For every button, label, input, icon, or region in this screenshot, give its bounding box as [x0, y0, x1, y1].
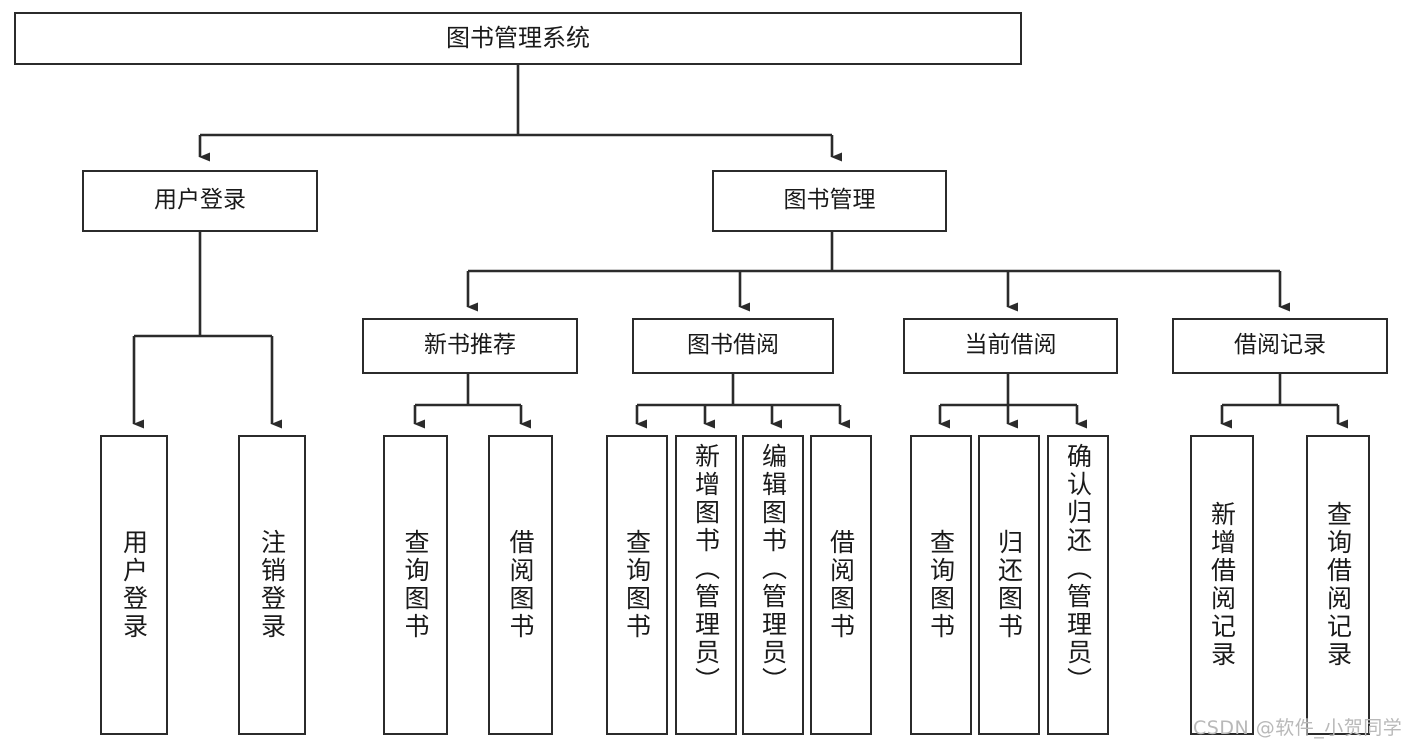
- node-leaf-user-login-label: 用户登录: [119, 529, 149, 641]
- node-leaf-borrow-book-2[interactable]: 借阅图书: [810, 435, 872, 735]
- node-leaf-add-record[interactable]: 新增借阅记录: [1190, 435, 1254, 735]
- node-leaf-user-login[interactable]: 用户登录: [100, 435, 168, 735]
- node-leaf-query-book-3-label: 查询图书: [926, 529, 956, 641]
- node-leaf-query-record-label: 查询借阅记录: [1323, 501, 1353, 669]
- node-book-management-label: 图书管理: [783, 187, 876, 214]
- node-leaf-confirm-return[interactable]: 确认归还（管理员）: [1047, 435, 1109, 735]
- node-leaf-edit-book-label: 编辑图书（管理员）: [758, 443, 788, 695]
- node-leaf-query-book-3[interactable]: 查询图书: [910, 435, 972, 735]
- node-leaf-borrow-book-2-label: 借阅图书: [826, 529, 856, 641]
- node-new-book-recommend[interactable]: 新书推荐: [362, 318, 578, 374]
- node-leaf-add-book[interactable]: 新增图书（管理员）: [675, 435, 737, 735]
- node-leaf-query-book-1-label: 查询图书: [401, 529, 430, 641]
- node-current-borrow[interactable]: 当前借阅: [903, 318, 1118, 374]
- node-leaf-borrow-book-1[interactable]: 借阅图书: [488, 435, 553, 735]
- node-borrow-record[interactable]: 借阅记录: [1172, 318, 1388, 374]
- node-root-label: 图书管理系统: [446, 24, 590, 53]
- node-leaf-query-record[interactable]: 查询借阅记录: [1306, 435, 1370, 735]
- node-user-login[interactable]: 用户登录: [82, 170, 318, 232]
- node-leaf-add-record-label: 新增借阅记录: [1207, 501, 1237, 669]
- node-leaf-borrow-book-1-label: 借阅图书: [506, 529, 535, 641]
- node-leaf-return-book-label: 归还图书: [994, 529, 1024, 641]
- node-user-login-label: 用户登录: [154, 187, 246, 214]
- node-borrow-record-label: 借阅记录: [1234, 332, 1326, 359]
- csdn-watermark: CSDN @软件_小贺同学: [1193, 717, 1403, 739]
- node-leaf-query-book-2-label: 查询图书: [622, 529, 652, 641]
- node-leaf-query-book-2[interactable]: 查询图书: [606, 435, 668, 735]
- node-book-borrow-label: 图书借阅: [687, 332, 779, 359]
- node-root[interactable]: 图书管理系统: [14, 12, 1022, 65]
- node-leaf-logout[interactable]: 注销登录: [238, 435, 306, 735]
- node-leaf-logout-label: 注销登录: [257, 529, 287, 641]
- node-leaf-edit-book[interactable]: 编辑图书（管理员）: [742, 435, 804, 735]
- node-book-management[interactable]: 图书管理: [712, 170, 947, 232]
- node-current-borrow-label: 当前借阅: [964, 332, 1057, 359]
- node-book-borrow[interactable]: 图书借阅: [632, 318, 834, 374]
- node-new-book-recommend-label: 新书推荐: [424, 332, 516, 359]
- node-leaf-return-book[interactable]: 归还图书: [978, 435, 1040, 735]
- node-leaf-confirm-return-label: 确认归还（管理员）: [1063, 443, 1093, 695]
- node-leaf-query-book-1[interactable]: 查询图书: [383, 435, 448, 735]
- node-leaf-add-book-label: 新增图书（管理员）: [691, 443, 721, 695]
